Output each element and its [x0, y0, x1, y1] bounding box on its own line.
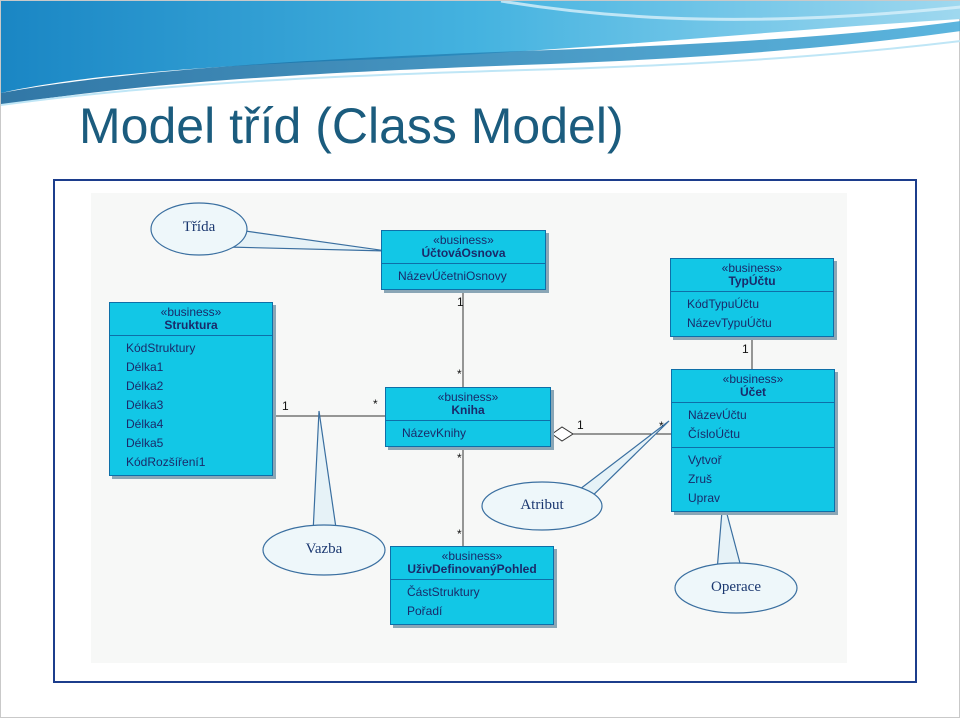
attribute: NázevKnihy: [402, 426, 467, 440]
stereotype: «business»: [721, 261, 783, 275]
stereotype: «business»: [437, 390, 499, 404]
class-name: TypÚčtu: [728, 274, 776, 288]
callout-vazba-label: Vazba: [305, 541, 343, 557]
callout-trida: [150, 202, 248, 256]
class-name: Struktura: [164, 318, 218, 332]
attribute: NázevTypuÚčtu: [687, 316, 772, 330]
attribute: Délka2: [126, 379, 164, 393]
attribute: Délka1: [126, 360, 164, 374]
callout-atribut: [481, 481, 603, 531]
multiplicity: *: [457, 527, 462, 541]
attribute: KódTypuÚčtu: [687, 297, 760, 311]
attribute: Délka4: [126, 417, 164, 431]
callout-operace-label: Operace: [711, 579, 761, 595]
attribute: NázevÚčetniOsnovy: [398, 269, 507, 283]
operation: Vytvoř: [688, 453, 722, 467]
attribute: Pořadí: [407, 604, 443, 618]
attribute: ČástStruktury: [407, 585, 480, 599]
attribute: Délka3: [126, 398, 164, 412]
attribute: Délka5: [126, 436, 164, 450]
multiplicity: *: [457, 451, 462, 465]
multiplicity: 1: [282, 399, 289, 413]
multiplicity: 1: [457, 295, 464, 309]
attribute: ČísloÚčtu: [688, 427, 741, 441]
class-typ-uctu: «business» TypÚčtu KódTypuÚčtu NázevTypu…: [670, 258, 834, 337]
attribute: KódStruktury: [126, 341, 196, 355]
class-name: Kniha: [451, 403, 485, 417]
stereotype: «business»: [722, 372, 784, 386]
multiplicity: *: [373, 397, 378, 411]
class-name: UživDefinovanýPohled: [407, 562, 537, 576]
callout-atribut-label: Atribut: [520, 497, 564, 513]
operation: Uprav: [688, 491, 721, 505]
aggregation-diamond: [551, 426, 574, 442]
stereotype: «business»: [441, 549, 503, 563]
class-uziv-pohled: «business» UživDefinovanýPohled ČástStru…: [390, 546, 554, 625]
slide-title: Model tříd (Class Model): [79, 98, 624, 154]
class-name: ÚčtováOsnova: [421, 246, 506, 260]
header-swoosh: [1, 1, 960, 106]
stereotype: «business»: [433, 233, 494, 247]
multiplicity: 1: [742, 342, 749, 356]
class-ucet: «business» Účet NázevÚčtu ČísloÚčtu Vytv…: [671, 369, 835, 512]
stereotype: «business»: [160, 305, 222, 319]
class-kniha: «business» Kniha NázevKnihy: [385, 387, 551, 447]
operation: Zruš: [688, 472, 712, 486]
class-name: Účet: [739, 385, 766, 399]
multiplicity: *: [457, 367, 462, 381]
callout-trida-label: Třída: [182, 219, 216, 235]
class-struktura: «business» Struktura KódStruktury Délka1…: [109, 302, 273, 476]
multiplicity: *: [659, 419, 664, 433]
class-ucetni-osnova: «business» ÚčtováOsnova NázevÚčetniOsnov…: [381, 230, 546, 290]
attribute: KódRozšíření1: [126, 455, 206, 469]
callout-operace: [674, 562, 798, 614]
multiplicity: 1: [577, 418, 584, 432]
callout-vazba: [262, 524, 386, 576]
attribute: NázevÚčtu: [688, 408, 747, 422]
